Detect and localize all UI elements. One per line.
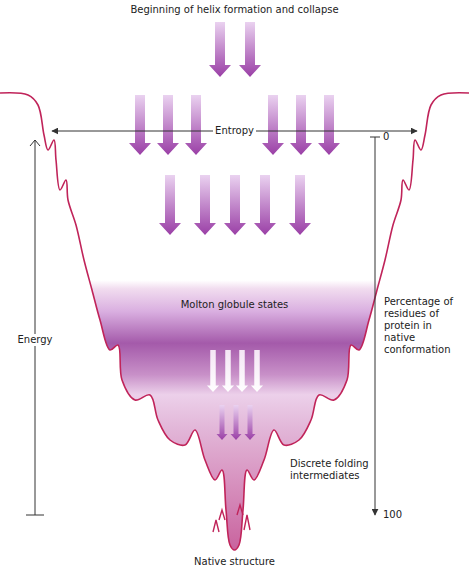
axis-label: Entropy: [213, 125, 256, 137]
intermediate-spike: [213, 520, 219, 532]
flow-arrow: [236, 350, 248, 392]
funnel-curve: [0, 93, 469, 550]
callout-label: Discrete folding intermediates: [290, 458, 370, 482]
callout-label: Native structure: [194, 556, 275, 568]
flow-arrow: [224, 175, 246, 235]
flow-arrow: [239, 22, 261, 77]
title: Beginning of helix formation and collaps…: [130, 4, 338, 16]
energy-caret: [30, 140, 40, 146]
flow-arrow: [217, 405, 228, 440]
intermediate-spike: [219, 510, 225, 520]
funnel-fill: [0, 0, 469, 550]
flow-arrow: [207, 350, 219, 392]
scale-number: 0: [383, 131, 389, 143]
flow-arrow: [157, 95, 179, 155]
axis-label: Percentage of residues of protein in nat…: [384, 296, 466, 356]
flow-arrow: [222, 350, 234, 392]
flow-arrow: [251, 350, 263, 392]
flow-arrow: [185, 95, 207, 155]
flow-arrow: [290, 95, 312, 155]
axis-label: Energy: [15, 334, 54, 346]
flow-arrow: [231, 405, 242, 440]
flow-arrow: [209, 22, 231, 77]
energy-tick: [26, 515, 44, 516]
flow-arrow: [159, 175, 181, 235]
flow-arrow: [245, 405, 256, 440]
sky: [0, 0, 469, 96]
intermediate-spike: [237, 505, 243, 515]
flow-arrow: [129, 95, 151, 155]
flow-arrow: [254, 175, 276, 235]
energy-bar: [35, 140, 36, 515]
flow-arrow: [318, 95, 340, 155]
flow-arrow: [289, 175, 311, 235]
flow-arrow: [262, 95, 284, 155]
band-label: Molton globule states: [181, 299, 289, 311]
intermediate-spike: [244, 515, 250, 530]
scale-number: 100: [383, 509, 402, 521]
percentage-arrow: [375, 137, 376, 515]
percentage-tick: [370, 137, 380, 138]
flow-arrow: [194, 175, 216, 235]
